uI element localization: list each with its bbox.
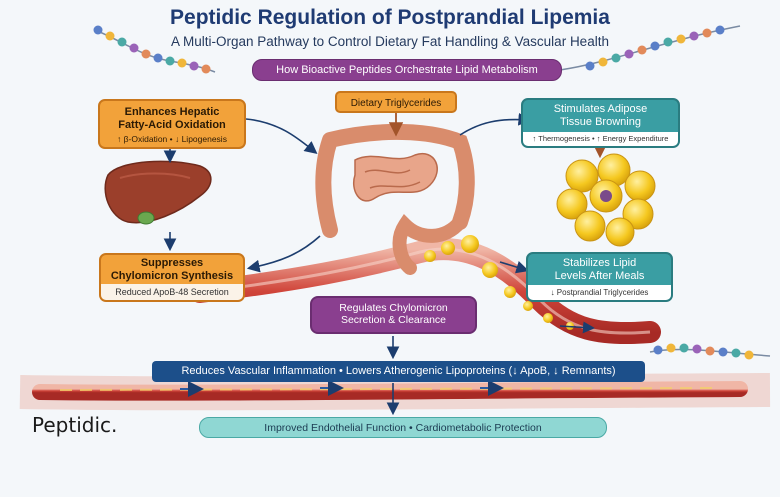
peptide-chain-icon	[559, 25, 741, 71]
liver-icon	[104, 160, 212, 225]
node-title-line2: Tissue Browning	[560, 116, 641, 128]
page-subtitle: A Multi-Organ Pathway to Control Dietary…	[171, 34, 609, 49]
header-banner: How Bioactive Peptides Orchestrate Lipid…	[252, 59, 562, 81]
brand-logo: Peptidic.	[32, 413, 118, 437]
node-line1: Regulates Chylomicron	[339, 302, 448, 314]
page-title: Peptidic Regulation of Postprandial Lipe…	[170, 6, 610, 29]
blood-vessel-icon	[189, 235, 661, 345]
node-chylomicron-synthesis: Suppresses Chylomicron Synthesis Reduced…	[99, 253, 245, 302]
node-title-line1: Enhances Hepatic	[124, 106, 220, 118]
node-title-line1: Stimulates Adipose	[553, 103, 648, 115]
outcome-vascular-banner: Reduces Vascular Inflammation • Lowers A…	[152, 361, 645, 382]
node-dietary-triglycerides: Dietary Triglycerides	[335, 91, 457, 113]
node-title-line2: Levels After Meals	[554, 270, 645, 282]
node-detail: ↓ Postprandial Triglycerides	[528, 285, 671, 300]
node-line2: Secretion & Clearance	[340, 314, 447, 326]
peptide-chain-icon	[93, 25, 216, 74]
node-adipose-browning: Stimulates Adipose Tissue Browning ↑ The…	[521, 98, 680, 148]
node-lipid-levels: Stabilizes Lipid Levels After Meals ↓ Po…	[526, 252, 673, 302]
node-title-line2: Chylomicron Synthesis	[110, 270, 234, 282]
node-detail: Reduced ApoB-48 Secretion	[101, 284, 243, 300]
node-title-line2: Fatty-Acid Oxidation	[118, 119, 226, 131]
node-title-line1: Stabilizes Lipid	[562, 257, 637, 269]
node-hepatic-oxidation: Enhances Hepatic Fatty-Acid Oxidation ↑ …	[98, 99, 246, 149]
node-chylomicron-secretion: Regulates Chylomicron Secretion & Cleara…	[310, 296, 477, 334]
peptide-chain-icon	[649, 343, 771, 360]
node-detail: ↑ β-Oxidation • ↓ Lipogenesis	[117, 134, 227, 144]
intestine-icon	[315, 124, 475, 275]
outcome-endothelial-banner: Improved Endothelial Function • Cardiome…	[199, 417, 607, 438]
node-title-line1: Suppresses	[140, 257, 204, 269]
blood-vessel-icon	[19, 373, 771, 411]
node-detail: ↑ Thermogenesis • ↑ Energy Expenditure	[523, 132, 678, 146]
adipocyte-icon	[556, 153, 656, 247]
node-label: Dietary Triglycerides	[350, 98, 442, 109]
